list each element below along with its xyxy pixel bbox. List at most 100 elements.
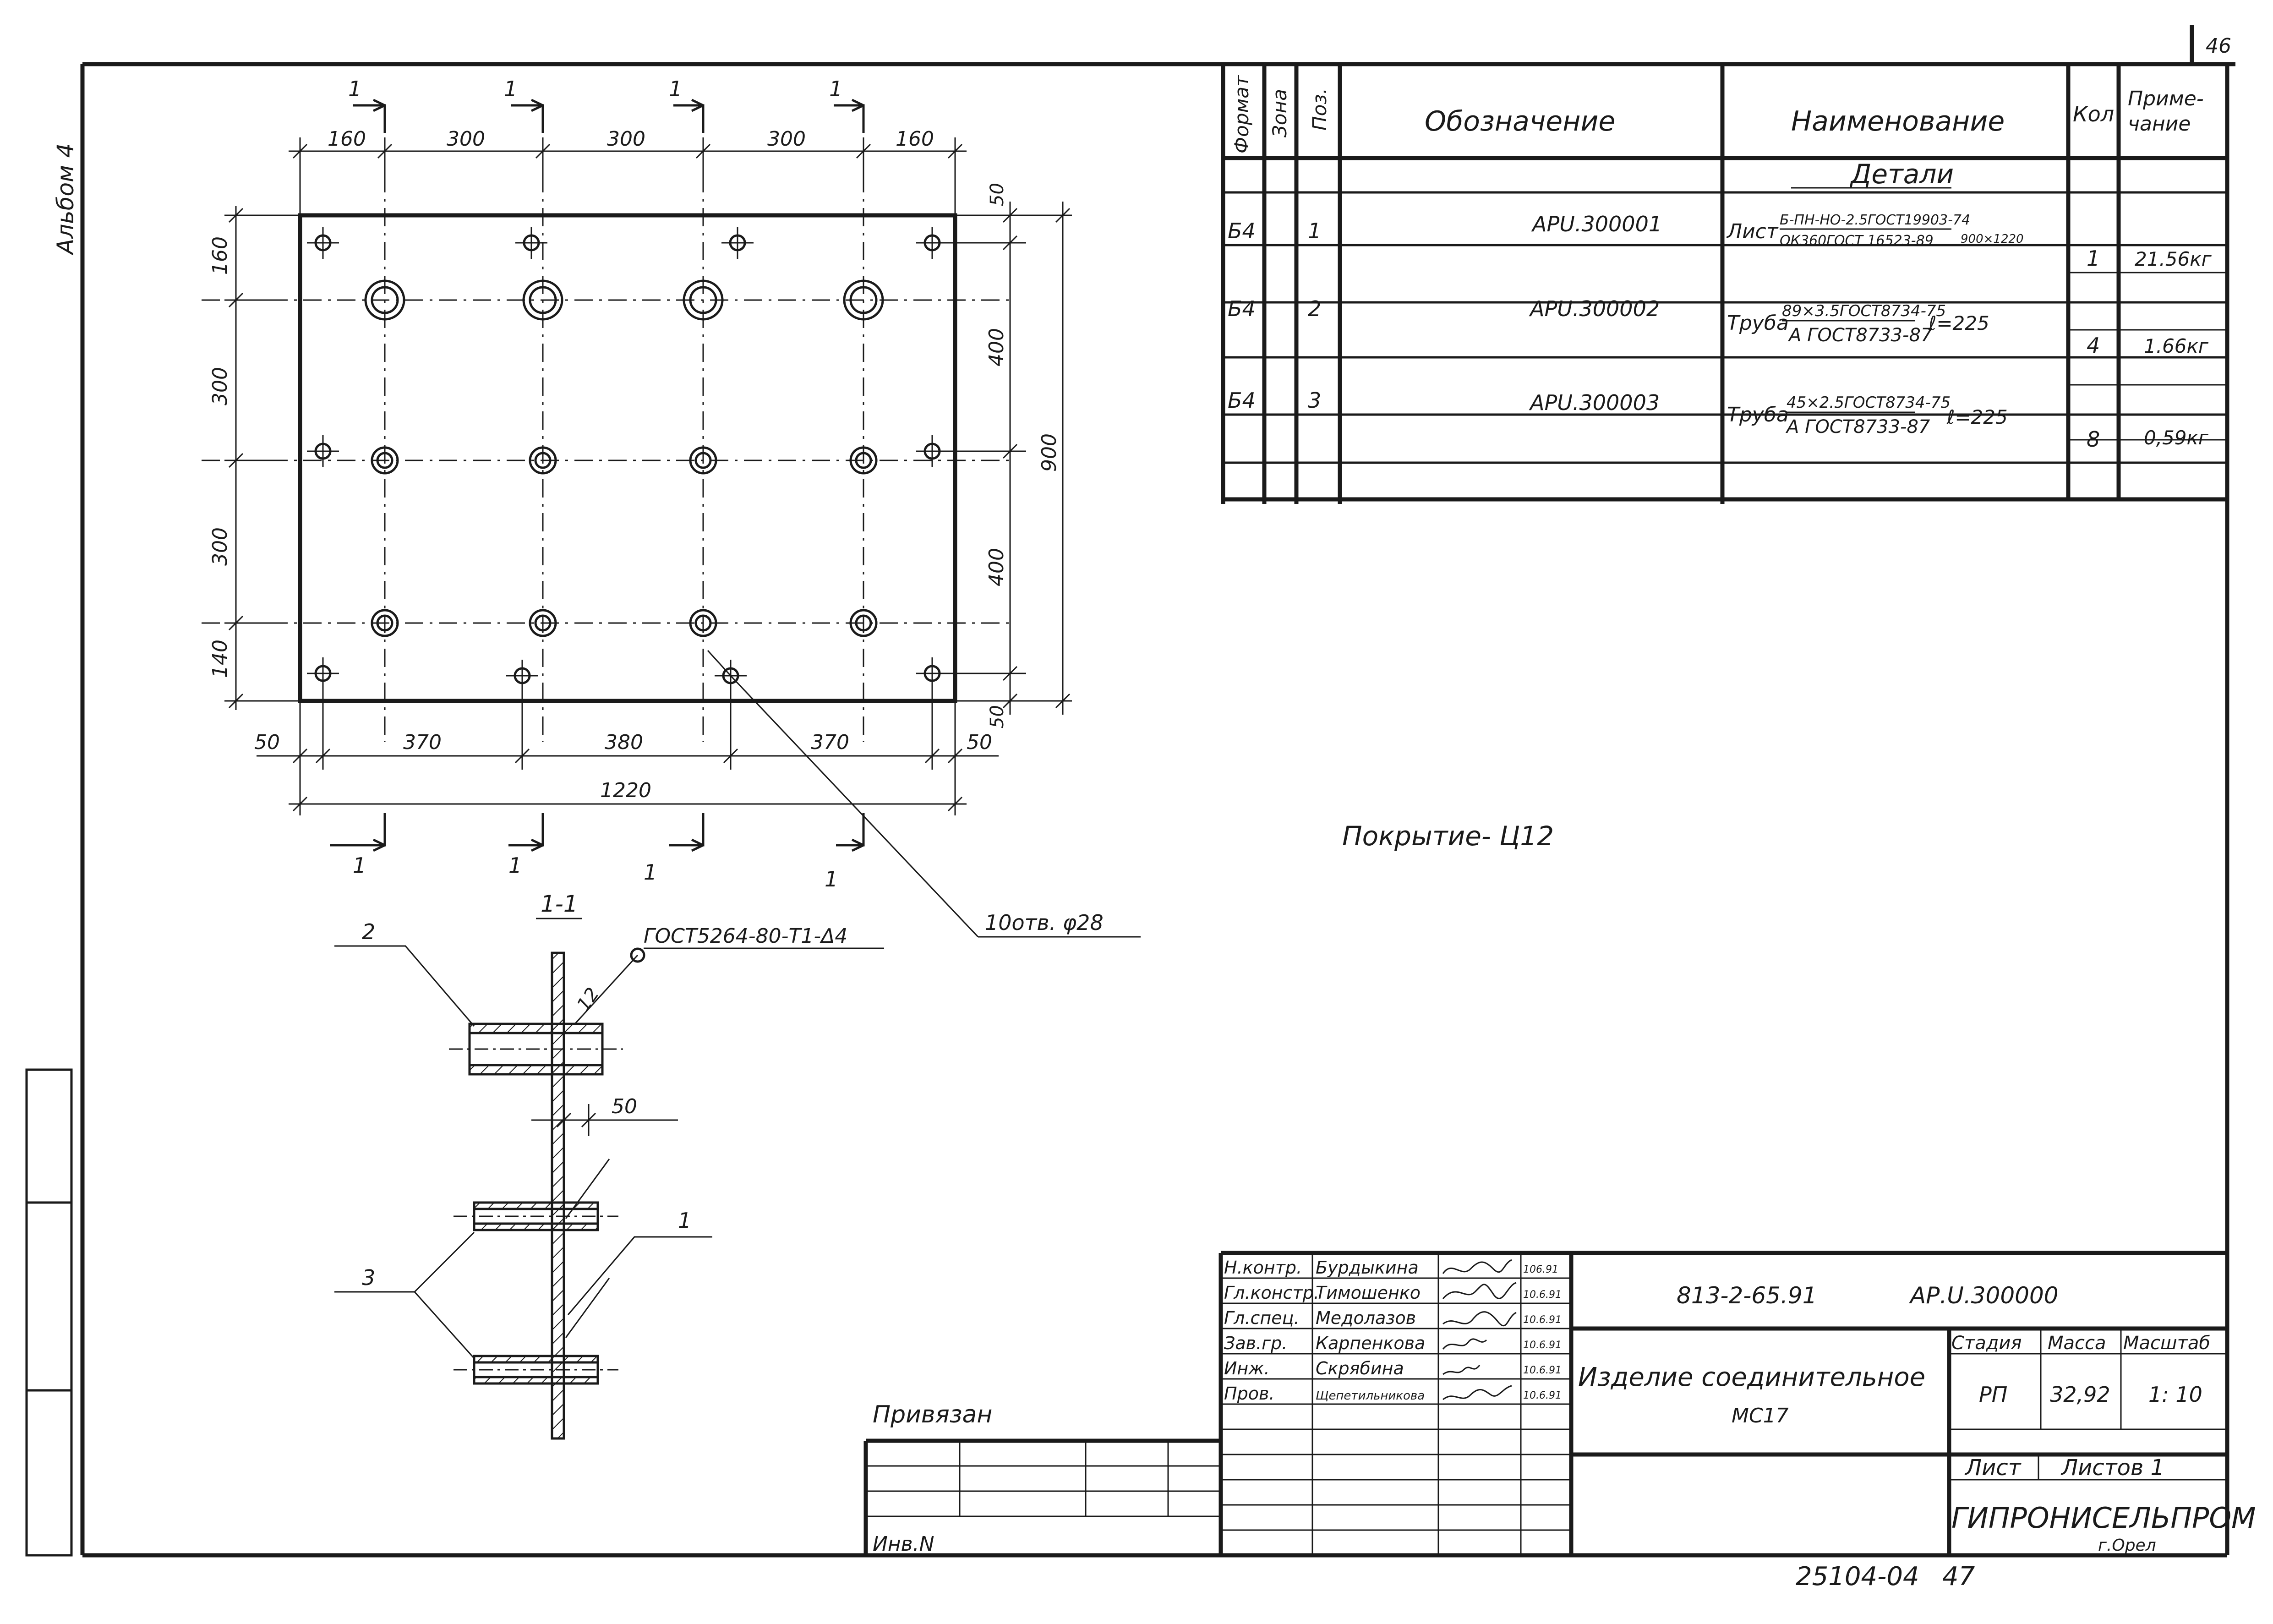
dims-right: 50 400 400 50 900 (944, 183, 1072, 728)
spec-row-2: Б4 2 АРU.300002 Труба 89×3.5ГОСТ8734-75 … (1228, 296, 2209, 358)
svg-text:Инж.: Инж. (1224, 1358, 1270, 1378)
svg-text:1: 1 (669, 77, 682, 101)
svg-text:АРU.300002: АРU.300002 (1529, 296, 1660, 321)
section-title-details: Детали (1849, 159, 1954, 190)
svg-text:45×2.5ГОСТ8734-75: 45×2.5ГОСТ8734-75 (1787, 394, 1951, 412)
svg-text:АРU.300001: АРU.300001 (1531, 212, 1662, 236)
svg-text:140: 140 (208, 640, 232, 678)
product-name: Изделие соединительное (1578, 1362, 1925, 1392)
svg-text:370: 370 (811, 731, 849, 754)
svg-text:21.56кг: 21.56кг (2135, 248, 2212, 270)
scale-label: Масштаб (2123, 1333, 2210, 1354)
svg-text:Скрябина: Скрябина (1316, 1358, 1404, 1378)
spec-row-1: Б4 1 АРU.300001 Лист Б-ПН-НО-2.5ГОСТ1990… (1228, 212, 2212, 271)
svg-text:300: 300 (607, 127, 645, 151)
svg-text:106.91: 106.91 (1523, 1264, 1558, 1275)
svg-text:10.6.91: 10.6.91 (1523, 1390, 1562, 1401)
dims-bottom: 50 370 380 370 50 1220 (254, 683, 999, 815)
pos-label-3: 3 (362, 1265, 375, 1290)
svg-text:А ГОСТ8733-87: А ГОСТ8733-87 (1787, 325, 1933, 346)
album-label: Альбом 4 (52, 143, 79, 256)
hdr-qty: Кол (2073, 102, 2114, 126)
spec-table (1221, 64, 2227, 504)
svg-text:10.6.91: 10.6.91 (1523, 1340, 1562, 1351)
center-lines (202, 174, 1012, 742)
sheets-label: Листов 1 (2060, 1455, 2164, 1481)
holes-callout: 10отв. φ28 (985, 910, 1104, 935)
tied-label: Привязан (873, 1401, 992, 1428)
svg-text:Гл.спец.: Гл.спец. (1224, 1308, 1300, 1328)
section-1-1: 1-1 ГОСТ5264-80-Т1-Δ4 12 50 (334, 891, 884, 1440)
svg-text:Лист: Лист (1726, 220, 1779, 243)
svg-text:Медолазов: Медолазов (1316, 1308, 1416, 1328)
section-marks-top: 1 1 1 1 (348, 77, 865, 133)
svg-text:1: 1 (825, 867, 838, 891)
svg-text:50: 50 (987, 705, 1008, 728)
plate-plan-view: 10отв. φ28 160 300 300 300 160 1 1 1 (202, 77, 1141, 938)
title-block (863, 1251, 2227, 1555)
stage-value: РП (1979, 1382, 2007, 1407)
svg-text:Труба: Труба (1727, 312, 1789, 335)
svg-text:1: 1 (1308, 219, 1321, 243)
svg-text:89×3.5ГОСТ8734-75: 89×3.5ГОСТ8734-75 (1782, 302, 1946, 320)
svg-text:Труба: Труба (1727, 403, 1789, 427)
svg-text:Тимошенко: Тимошенко (1316, 1283, 1421, 1303)
bottom-page: 47 (1942, 1562, 1975, 1591)
svg-text:160: 160 (208, 236, 232, 275)
spec-row-3: Б4 3 АРU.300003 Труба 45×2.5ГОСТ8734-75 … (1228, 388, 2209, 452)
svg-text:4: 4 (2087, 333, 2100, 358)
inv-label: Инв.N (873, 1532, 934, 1556)
holes-leader (730, 675, 979, 938)
section-marks-bottom: 1 1 1 1 (330, 813, 865, 891)
svg-text:10.6.91: 10.6.91 (1523, 1365, 1562, 1376)
svg-text:Карпенкова: Карпенкова (1316, 1333, 1425, 1353)
hdr-zone: Зона (1268, 89, 1291, 137)
svg-text:ℓ=225: ℓ=225 (1946, 406, 2008, 428)
doc-code: 813-2-65.91 (1677, 1282, 1817, 1309)
mass-value: 32,92 (2050, 1382, 2110, 1407)
svg-text:1.66кг: 1.66кг (2144, 335, 2209, 357)
svg-text:Щепетильникова: Щепетильникова (1316, 1389, 1425, 1403)
dims-top: 160 300 300 300 160 (289, 127, 967, 215)
product-code: МС17 (1732, 1404, 1789, 1427)
svg-text:0,59кг: 0,59кг (2144, 427, 2209, 449)
org-name: ГИПРОНИСЕЛЬПРОМ (1951, 1501, 2256, 1535)
svg-text:Н.контр.: Н.контр. (1224, 1258, 1302, 1278)
sheet-frame (25, 25, 2235, 1558)
svg-text:1220: 1220 (600, 779, 651, 802)
scale-value: 1: 10 (2148, 1382, 2202, 1407)
svg-text:Б4: Б4 (1228, 388, 1256, 413)
svg-text:Пров.: Пров. (1224, 1383, 1274, 1404)
svg-text:1: 1 (2087, 246, 2100, 271)
svg-text:1: 1 (829, 77, 842, 101)
hdr-note-line: Приме- (2128, 87, 2204, 110)
tube-holes-89 (364, 279, 884, 321)
svg-text:1: 1 (504, 77, 517, 101)
svg-text:8: 8 (2087, 427, 2100, 452)
mass-label: Масса (2048, 1333, 2106, 1354)
svg-text:300: 300 (447, 127, 485, 151)
gap-dim: 50 (612, 1095, 637, 1118)
svg-text:50: 50 (987, 183, 1008, 206)
hdr-designation: Обозначение (1425, 105, 1615, 137)
svg-text:Б4: Б4 (1228, 296, 1256, 321)
pos-label-2: 2 (362, 919, 375, 944)
svg-text:1: 1 (353, 853, 366, 878)
hdr-name: Наименование (1791, 105, 2005, 137)
hdr-note: Приме- чание (2128, 87, 2210, 136)
svg-text:ℓ=225: ℓ=225 (1928, 312, 1989, 334)
svg-text:400: 400 (985, 328, 1008, 366)
svg-text:Б-ПН-НО-2.5ГОСТ19903-74: Б-ПН-НО-2.5ГОСТ19903-74 (1780, 212, 1970, 228)
bottom-note: 25104-04 (1796, 1562, 1919, 1591)
svg-text:Б4: Б4 (1228, 219, 1256, 243)
svg-text:300: 300 (208, 367, 232, 405)
org-city: г.Орел (2098, 1536, 2156, 1555)
svg-text:Бурдыкина: Бурдыкина (1316, 1258, 1419, 1278)
pos-label-1: 1 (678, 1208, 691, 1233)
svg-text:50: 50 (254, 731, 280, 754)
svg-text:400: 400 (985, 548, 1008, 586)
svg-text:380: 380 (605, 731, 643, 754)
weld-note: ГОСТ5264-80-Т1-Δ4 (644, 924, 847, 948)
svg-text:3: 3 (1308, 388, 1321, 413)
tube-holes-45 (371, 446, 878, 637)
